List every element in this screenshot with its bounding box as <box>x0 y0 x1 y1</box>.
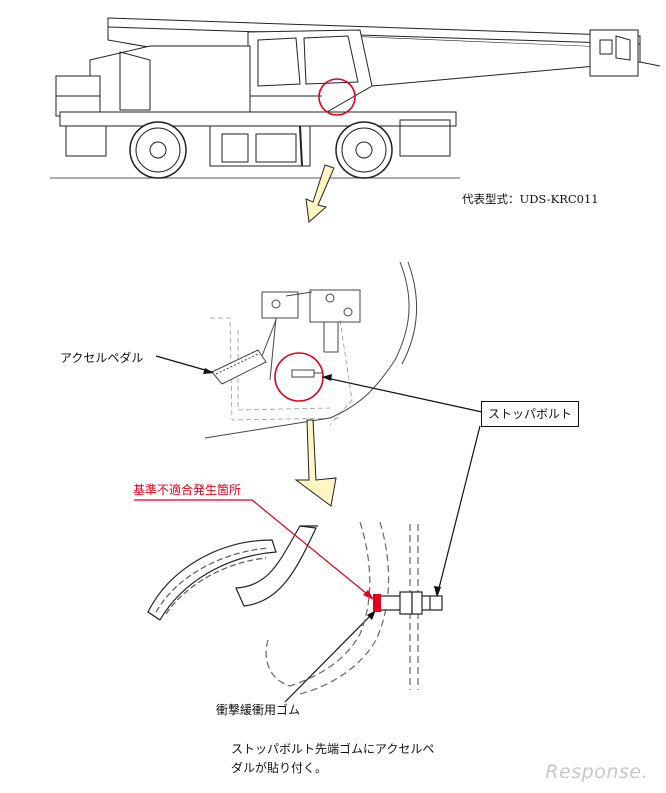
model-label: 代表型式：UDS-KRC011 <box>462 192 599 206</box>
response-logo: Response. <box>545 761 648 783</box>
leader-rubber <box>284 611 375 703</box>
crane-illustration <box>50 17 661 179</box>
leader-noncompliance <box>134 499 373 599</box>
note-text: ストッパボルト先端ゴムにアクセルペダルが貼り付く。 <box>231 742 435 775</box>
arrow-down-2 <box>294 419 337 507</box>
wheel-front-left <box>129 121 187 179</box>
arrow-down-1 <box>305 164 335 223</box>
stopper-bolt-label: ストッパボルト <box>481 401 579 427</box>
noncompliance-label: 基準不適合発生箇所 <box>133 483 242 497</box>
highlight-circle-cab <box>318 78 356 116</box>
leader-accel-pedal <box>155 355 213 373</box>
leader-stopper-large <box>436 425 481 597</box>
wheel-rear-left <box>335 121 393 179</box>
shock-rubber-label: 衝撃緩衝用ゴム <box>216 703 301 717</box>
leader-stopper-small <box>321 376 483 413</box>
rubber-tip-highlight <box>373 594 381 612</box>
accel-pedal-label: アクセルペダル <box>60 351 144 365</box>
pedal-area-detail <box>198 256 430 440</box>
enlarged-detail <box>147 521 443 695</box>
